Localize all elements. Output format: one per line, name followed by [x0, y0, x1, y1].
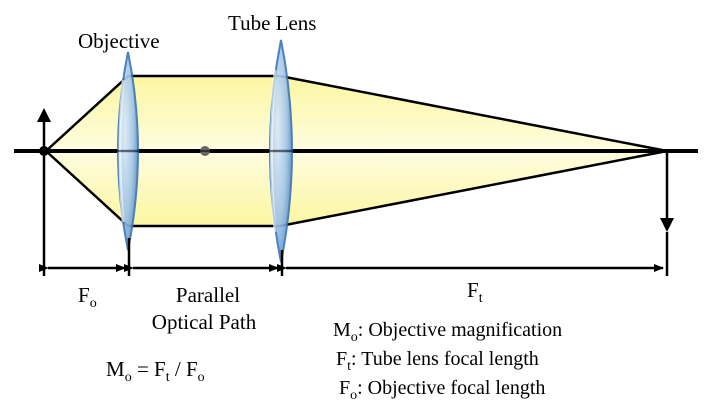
legend-tube-focal: Ft: Tube lens focal length: [336, 348, 539, 374]
legend-objective-focal: Fo: Objective focal length: [339, 377, 545, 403]
ft-label: Ft: [467, 278, 483, 306]
objective-label: Objective: [78, 29, 160, 53]
tube-lens-label: Tube Lens: [228, 11, 316, 35]
object-arrowhead: [37, 108, 51, 122]
fo-label: Fo: [78, 283, 97, 311]
magnification-formula: Mo = Ft / Fo: [106, 357, 205, 385]
parallel-label-line1: Parallel: [176, 283, 240, 307]
legend-magnification: Mo: Objective magnification: [333, 319, 562, 345]
parallel-label-line2: Optical Path: [152, 310, 257, 334]
image-arrowhead: [660, 218, 674, 232]
